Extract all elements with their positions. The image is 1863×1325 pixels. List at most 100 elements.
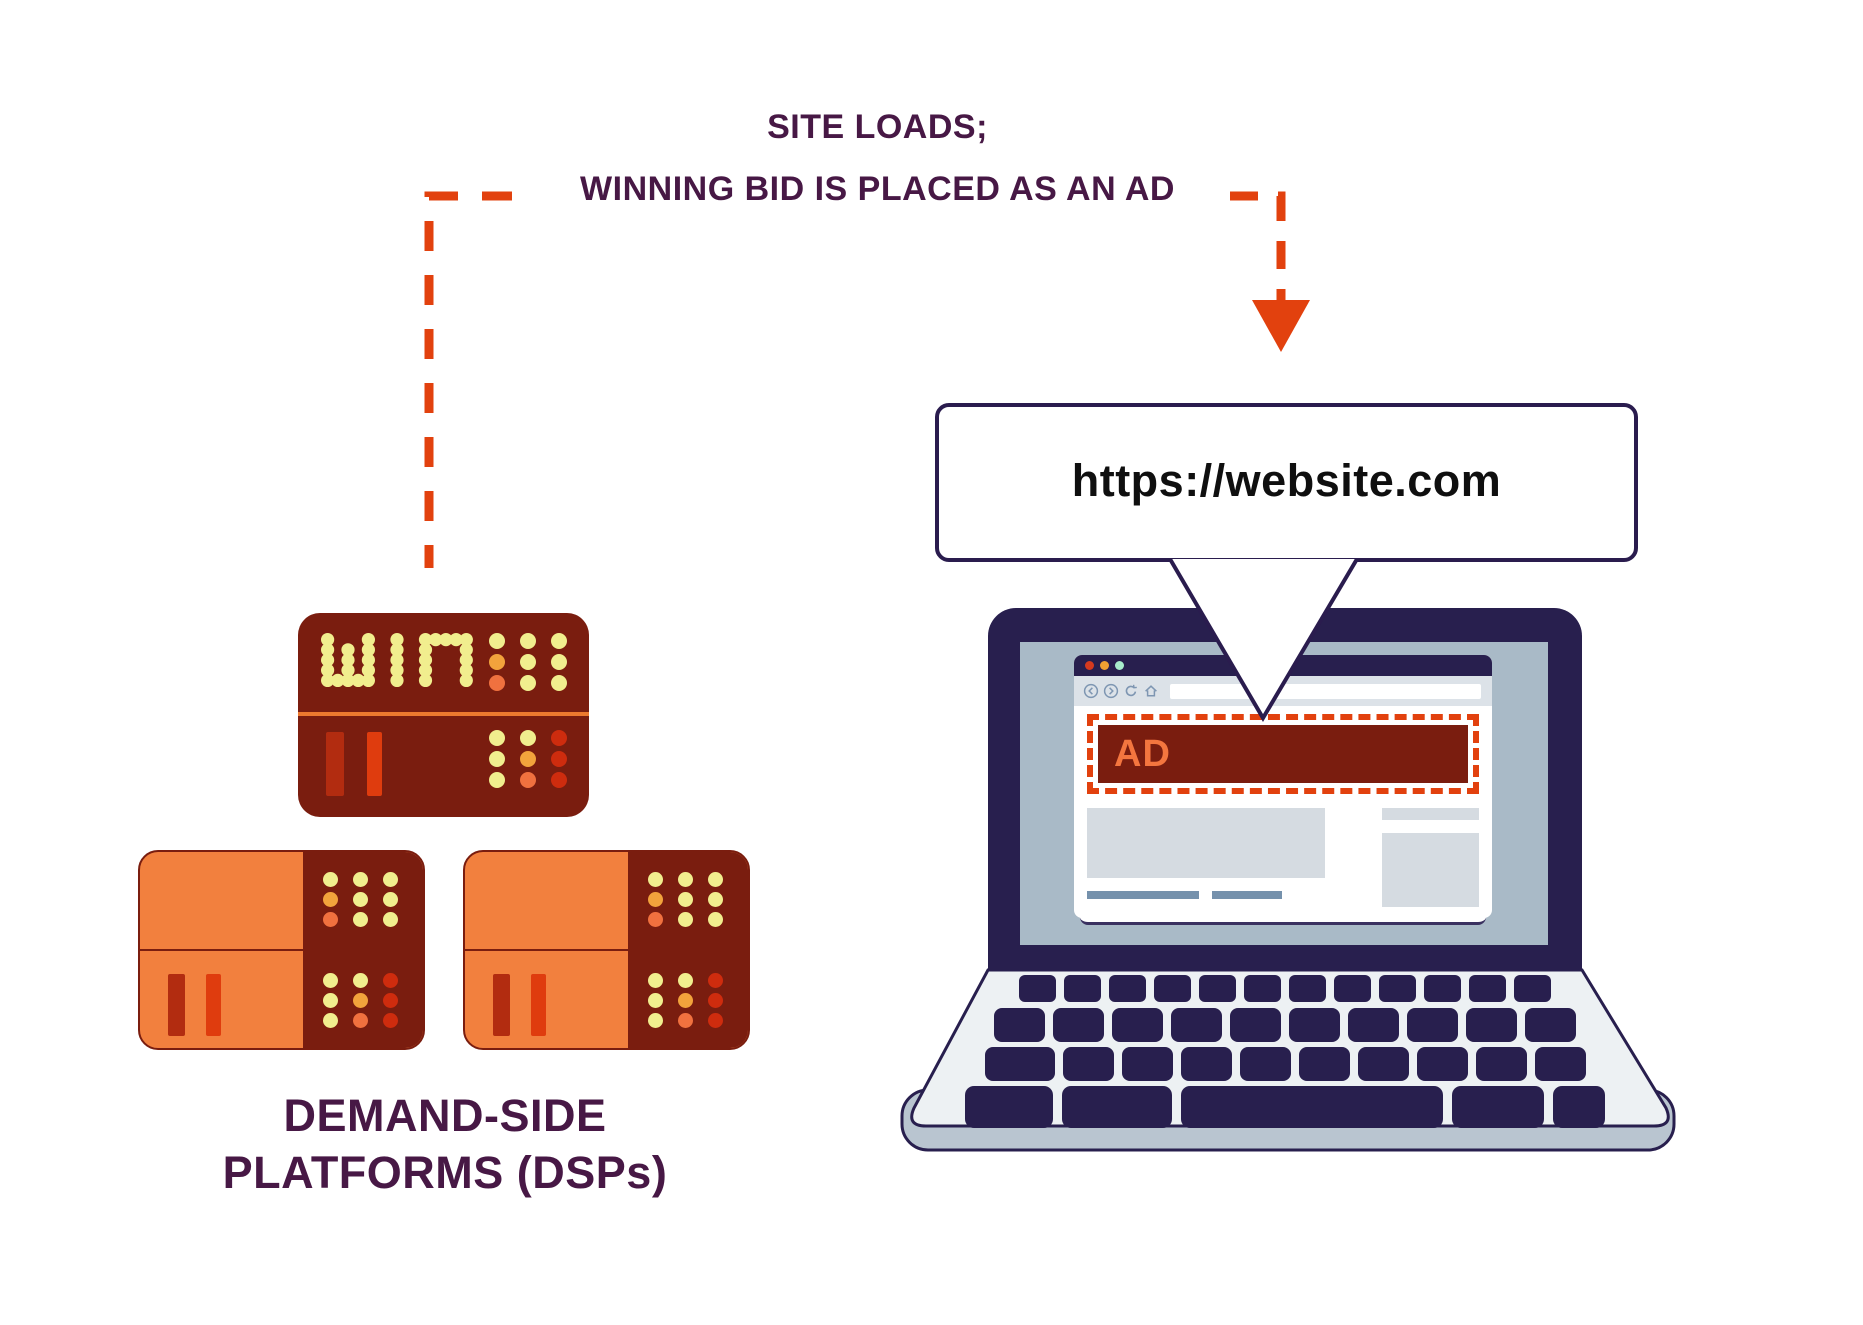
led-status-dot — [489, 654, 505, 670]
win-led-display — [320, 631, 486, 695]
keyboard-key — [1469, 975, 1506, 1002]
dsp-server-led-grid-bottom — [648, 973, 723, 1028]
led-status-dot — [323, 993, 338, 1008]
win-server-led-grid-bottom — [489, 730, 567, 788]
keyboard-key — [984, 1047, 1055, 1081]
back-icon[interactable] — [1083, 683, 1099, 699]
keyboard-key — [1525, 1008, 1576, 1042]
keyboard-key — [1239, 1047, 1291, 1081]
led-status-dot — [520, 654, 536, 670]
keyboard-key — [1298, 1047, 1350, 1081]
dsp-server-led-grid-bottom — [323, 973, 398, 1028]
led-status-dot — [678, 1013, 693, 1028]
led-status-dot — [708, 872, 723, 887]
sidebar-placeholder-bar — [1382, 808, 1479, 820]
server-slot-bar — [531, 974, 546, 1036]
keyboard-key — [1289, 975, 1326, 1002]
led-status-dot — [678, 892, 693, 907]
flow-label-line1: SITE LOADS; — [767, 108, 988, 146]
dsp-server-led-grid-top — [323, 872, 398, 927]
led-status-dot — [678, 912, 693, 927]
keyboard-key — [1121, 1047, 1173, 1081]
led-status-dot — [353, 872, 368, 887]
keyboard-key — [1466, 1008, 1517, 1042]
flow-dash-left — [424, 191, 512, 568]
led-status-dot — [648, 912, 663, 927]
led-status-dot — [323, 892, 338, 907]
led-status-dot — [489, 751, 505, 767]
dsp-caption: DEMAND-SIDE PLATFORMS (DSPs) — [150, 1087, 740, 1201]
keyboard-key — [1424, 975, 1461, 1002]
window-control-close[interactable] — [1085, 661, 1094, 670]
server-slot-bar — [367, 732, 382, 796]
dsp-server-2 — [463, 850, 750, 1050]
content-placeholder-block — [1087, 808, 1325, 878]
led-status-dot — [353, 973, 368, 988]
window-control-zoom[interactable] — [1115, 661, 1124, 670]
led-status-dot — [353, 912, 368, 927]
led-status-dot — [520, 730, 536, 746]
led-status-dot — [383, 892, 398, 907]
reload-icon[interactable] — [1123, 683, 1139, 699]
keyboard-row — [994, 1008, 1576, 1042]
keyboard-key — [1181, 1086, 1443, 1128]
led-status-dot — [551, 772, 567, 788]
led-status-dot — [353, 1013, 368, 1028]
url-bubble-tail — [1168, 557, 1359, 722]
led-status-dot — [551, 633, 567, 649]
home-icon[interactable] — [1143, 683, 1159, 699]
led-status-dot — [678, 872, 693, 887]
forward-icon[interactable] — [1103, 683, 1119, 699]
keyboard-key — [1334, 975, 1371, 1002]
dsp-caption-line1: DEMAND-SIDE — [283, 1090, 607, 1141]
keyboard-key — [1112, 1008, 1163, 1042]
server-slot-bar — [326, 732, 344, 796]
window-control-minimize[interactable] — [1100, 661, 1109, 670]
dsp-server-led-panel — [303, 852, 423, 1048]
led-status-dot — [678, 973, 693, 988]
led-status-dot — [383, 1013, 398, 1028]
led-status-dot — [648, 872, 663, 887]
led-status-dot — [708, 1013, 723, 1028]
led-status-dot — [383, 872, 398, 887]
arrow-down-icon — [1252, 300, 1310, 352]
keyboard-key — [1230, 1008, 1281, 1042]
keyboard-key — [1348, 1008, 1399, 1042]
keyboard-key — [1062, 1047, 1114, 1081]
led-status-dot — [323, 872, 338, 887]
browser-window-bottom-edge — [1080, 914, 1486, 925]
led-status-dot — [383, 993, 398, 1008]
led-status-dot — [489, 633, 505, 649]
server-slot-bar — [493, 974, 510, 1036]
keyboard-key — [1064, 975, 1101, 1002]
led-status-dot — [708, 912, 723, 927]
led-status-dot — [708, 973, 723, 988]
led-status-dot — [708, 993, 723, 1008]
led-status-dot — [551, 751, 567, 767]
link-placeholder-bar — [1212, 891, 1282, 899]
led-status-dot — [353, 993, 368, 1008]
led-status-dot — [551, 675, 567, 691]
keyboard-key — [1062, 1086, 1172, 1128]
led-status-dot — [520, 772, 536, 788]
server-divider — [298, 712, 589, 716]
keyboard-key — [1109, 975, 1146, 1002]
url-bubble: https://website.com — [935, 403, 1638, 562]
server-divider — [140, 949, 307, 951]
keyboard-key — [1379, 975, 1416, 1002]
content-column-right — [1382, 808, 1479, 907]
keyboard-key — [1154, 975, 1191, 1002]
led-status-dot — [648, 993, 663, 1008]
ad-banner-label: AD — [1114, 732, 1171, 775]
keyboard-row — [1019, 975, 1551, 1002]
led-status-dot — [323, 973, 338, 988]
flow-dash-right — [1230, 191, 1286, 307]
keyboard-key — [1171, 1008, 1222, 1042]
led-status-dot — [648, 1013, 663, 1028]
keyboard-key — [994, 1008, 1045, 1042]
link-placeholder-bar — [1087, 891, 1199, 899]
keyboard-key — [1289, 1008, 1340, 1042]
dsp-server-led-grid-top — [648, 872, 723, 927]
